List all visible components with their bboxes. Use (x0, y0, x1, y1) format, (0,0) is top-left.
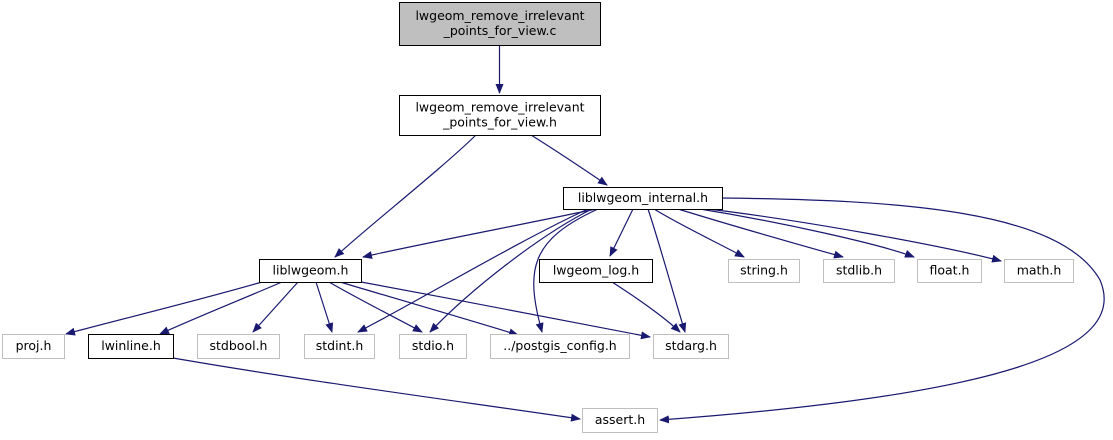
node-liblwgeom-h[interactable]: liblwgeom.h (259, 259, 362, 283)
edge-internal_h-to-math_h (707, 208, 1002, 263)
edge-internal_h-to-stdint_h (357, 208, 589, 333)
node-label: stdio.h (412, 338, 454, 353)
edge-internal_h-to-stdlib_h (677, 208, 844, 259)
node-label: _points_for_view.h (442, 115, 557, 130)
node-label: stdint.h (316, 338, 364, 353)
edge-liblwgeom_h-to-stdint_h (315, 281, 334, 333)
node-label: assert.h (595, 412, 645, 427)
node-box (1004, 259, 1074, 283)
node-label: lwgeom_remove_irrelevant (415, 8, 584, 23)
node-postgis-config-h: ../postgis_config.h (490, 334, 630, 359)
edge-internal_h-to-assert_h (659, 197, 1105, 424)
node-label: proj.h (16, 338, 52, 353)
node-box (490, 334, 630, 359)
edge-internal_h-to-stdarg_h (647, 208, 687, 333)
node-proj-h: proj.h (2, 334, 65, 359)
node-box (917, 259, 982, 283)
edge-internal_h-to-string_h (653, 208, 745, 258)
edge-liblwgeom_h-to-stdio_h (328, 281, 423, 333)
node-label: _points_for_view.c (443, 23, 557, 38)
node-box (653, 334, 729, 359)
node-label: float.h (930, 263, 970, 278)
edge-lwinline_h-to-assert_h (172, 357, 581, 422)
node-label: ../postgis_config.h (503, 338, 616, 353)
node-label: liblwgeom_internal.h (578, 190, 708, 205)
edge-view_h-to-internal_h (530, 134, 608, 186)
node-view-h[interactable]: lwgeom_remove_irrelevant_points_for_view… (399, 95, 601, 136)
node-string-h: string.h (728, 259, 800, 283)
edge-liblwgeom_h-to-lwinline_h (159, 281, 283, 335)
node-label: string.h (740, 263, 788, 278)
node-box (823, 259, 895, 283)
node-assert-h: assert.h (582, 408, 658, 433)
node-label: lwgeom_remove_irrelevant (415, 100, 584, 115)
edge-internal_h-to-log_h (609, 208, 634, 257)
edges-layer (65, 45, 1105, 424)
edge-liblwgeom_h-to-stdbool_h (252, 281, 299, 333)
node-box (399, 95, 601, 136)
edge-internal_h-to-stdio_h (429, 208, 593, 333)
node-box (582, 408, 658, 433)
node-label: lwinline.h (101, 338, 161, 353)
node-float-h: float.h (917, 259, 982, 283)
node-stdbool-h: stdbool.h (197, 334, 280, 359)
node-stdlib-h: stdlib.h (823, 259, 895, 283)
edge-internal_h-to-liblwgeom_h (362, 208, 597, 259)
node-box (304, 334, 375, 359)
edge-internal_h-to-float_h (699, 208, 915, 258)
edge-liblwgeom_h-to-postgis_config_h (339, 281, 519, 337)
edge-liblwgeom_h-to-proj_h (65, 281, 263, 336)
node-box (399, 2, 601, 46)
node-box (539, 259, 653, 283)
node-stdarg-h: stdarg.h (653, 334, 729, 359)
node-box (197, 334, 280, 359)
node-stdio-h: stdio.h (399, 334, 467, 359)
node-box (2, 334, 65, 359)
edge-internal_h-to-postgis_config_h (533, 208, 599, 333)
node-label: lwgeom_log.h (553, 263, 639, 278)
node-internal-h[interactable]: liblwgeom_internal.h (563, 187, 723, 210)
node-box (88, 334, 174, 359)
node-lwinline-h[interactable]: lwinline.h (88, 334, 174, 359)
node-box (399, 334, 467, 359)
nodes-layer: lwgeom_remove_irrelevant_points_for_view… (2, 2, 1074, 433)
node-label: stdarg.h (665, 338, 717, 353)
node-math-h: math.h (1004, 259, 1074, 283)
edge-view_h-to-liblwgeom_h (334, 134, 477, 258)
node-stdint-h: stdint.h (304, 334, 375, 359)
node-box (728, 259, 800, 283)
node-log-h[interactable]: lwgeom_log.h (539, 259, 653, 283)
node-root-c[interactable]: lwgeom_remove_irrelevant_points_for_view… (399, 2, 601, 46)
edge-log_h-to-stdarg_h (611, 281, 681, 333)
edge-liblwgeom_h-to-stdarg_h (360, 281, 651, 340)
node-label: stdbool.h (210, 338, 268, 353)
node-box (259, 259, 362, 283)
node-label: math.h (1017, 263, 1062, 278)
node-box (563, 187, 723, 210)
node-label: stdlib.h (836, 263, 882, 278)
node-label: liblwgeom.h (273, 263, 349, 278)
